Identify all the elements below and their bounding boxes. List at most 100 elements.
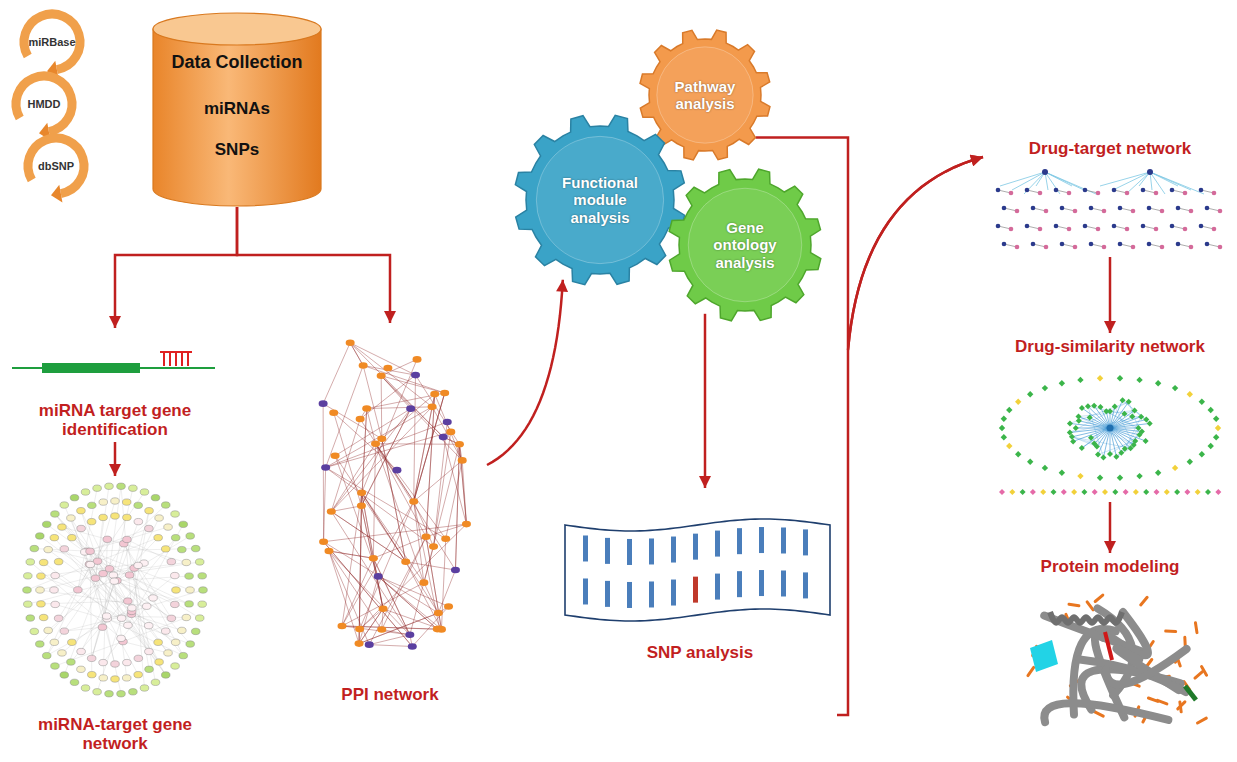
network-link xyxy=(89,564,165,675)
network-node xyxy=(36,533,45,539)
interaction-link xyxy=(378,576,437,629)
mirna-network-illustration xyxy=(23,483,208,697)
base-bar xyxy=(803,572,808,598)
drug-diamond xyxy=(1112,404,1118,410)
target-dot xyxy=(1038,227,1043,232)
interaction-link xyxy=(381,376,445,393)
target-dot xyxy=(1154,227,1159,232)
drug-target-illustration xyxy=(996,169,1223,249)
network-node xyxy=(42,521,51,527)
drug-diamond xyxy=(1187,391,1193,397)
target-dot xyxy=(1154,191,1159,196)
network-node xyxy=(122,499,131,505)
protein-node xyxy=(359,362,368,369)
interaction-link xyxy=(381,376,383,439)
drug-dot xyxy=(1205,242,1210,247)
network-node xyxy=(70,494,79,500)
network-node xyxy=(142,603,151,609)
network-node xyxy=(74,587,83,593)
target-dot xyxy=(1096,227,1101,232)
protein-ribbon xyxy=(1106,649,1187,685)
drug-diamond xyxy=(1215,489,1221,495)
network-node xyxy=(140,685,149,691)
network-link xyxy=(97,618,122,692)
network-node xyxy=(123,659,132,665)
drug-dot xyxy=(1054,224,1059,229)
network-node xyxy=(50,534,59,540)
interaction-link xyxy=(350,343,415,375)
interaction-link xyxy=(382,394,435,439)
drug-diamond xyxy=(1208,407,1214,413)
network-node xyxy=(54,558,63,564)
network-link xyxy=(95,578,165,675)
network-link xyxy=(47,524,85,552)
base-bar xyxy=(671,537,676,563)
base-bar xyxy=(605,581,610,607)
side-chain xyxy=(1069,604,1079,605)
drug-dot xyxy=(1054,188,1059,193)
network-node xyxy=(105,483,114,489)
drug-diamond xyxy=(1133,489,1139,495)
hub-dot xyxy=(1107,425,1114,432)
interaction-link xyxy=(412,606,448,646)
network-node xyxy=(67,515,76,521)
network-node xyxy=(60,546,69,552)
network-node xyxy=(51,572,60,578)
network-node xyxy=(161,628,170,634)
interaction-link xyxy=(363,366,415,376)
drug-dot xyxy=(1176,242,1181,247)
target-dot xyxy=(1183,227,1188,232)
drug-diamond xyxy=(1136,377,1142,383)
flow-arrow xyxy=(487,280,563,465)
target-dot xyxy=(1160,209,1165,214)
interaction-link xyxy=(363,366,445,393)
network-node xyxy=(93,689,102,695)
base-bar xyxy=(649,538,654,564)
drug-diamond xyxy=(1113,454,1119,460)
drug-dot xyxy=(1060,206,1065,211)
drug-dot xyxy=(1031,242,1036,247)
analysis-gear: Gene ontology analysis xyxy=(668,168,822,322)
drug-diamond xyxy=(1117,475,1123,481)
target-dot xyxy=(1044,209,1049,214)
similarity-link xyxy=(1088,406,1104,457)
base-bar xyxy=(715,574,720,600)
protein-node xyxy=(331,452,340,459)
protein-node xyxy=(392,467,401,474)
drug-diamond xyxy=(1195,489,1201,495)
interaction-link xyxy=(331,407,432,512)
network-node xyxy=(68,639,77,645)
side-chain xyxy=(1087,602,1093,610)
protein-node xyxy=(379,606,388,613)
drug-diamond xyxy=(1121,411,1127,417)
protein-node xyxy=(411,372,420,379)
drug-diamond xyxy=(1143,489,1149,495)
network-link xyxy=(131,614,181,630)
drug-dot xyxy=(1141,188,1146,193)
network-node xyxy=(129,485,138,491)
interaction-link xyxy=(373,537,426,559)
network-link xyxy=(90,565,171,619)
flow-arrow xyxy=(115,207,237,328)
drug-diamond xyxy=(1073,425,1079,431)
network-node xyxy=(182,614,191,620)
gene-illustration xyxy=(12,352,215,373)
network-node xyxy=(117,483,126,489)
target-dot xyxy=(1096,191,1101,196)
network-node xyxy=(198,601,207,607)
interaction-link xyxy=(367,407,432,409)
node-label: HMDD xyxy=(15,98,73,111)
network-node xyxy=(140,489,149,495)
interaction-link xyxy=(367,409,376,444)
drug-dot xyxy=(1025,224,1030,229)
flow-arrow xyxy=(1109,257,1112,333)
network-node xyxy=(109,572,118,578)
drug-dot xyxy=(1141,224,1146,229)
target-dot xyxy=(1131,245,1136,250)
network-node xyxy=(167,558,176,564)
drug-diamond xyxy=(1077,377,1083,383)
base-bar xyxy=(649,581,654,607)
drug-diamond xyxy=(1001,434,1007,440)
similarity-link xyxy=(1078,417,1133,445)
target-dot xyxy=(1189,245,1194,250)
